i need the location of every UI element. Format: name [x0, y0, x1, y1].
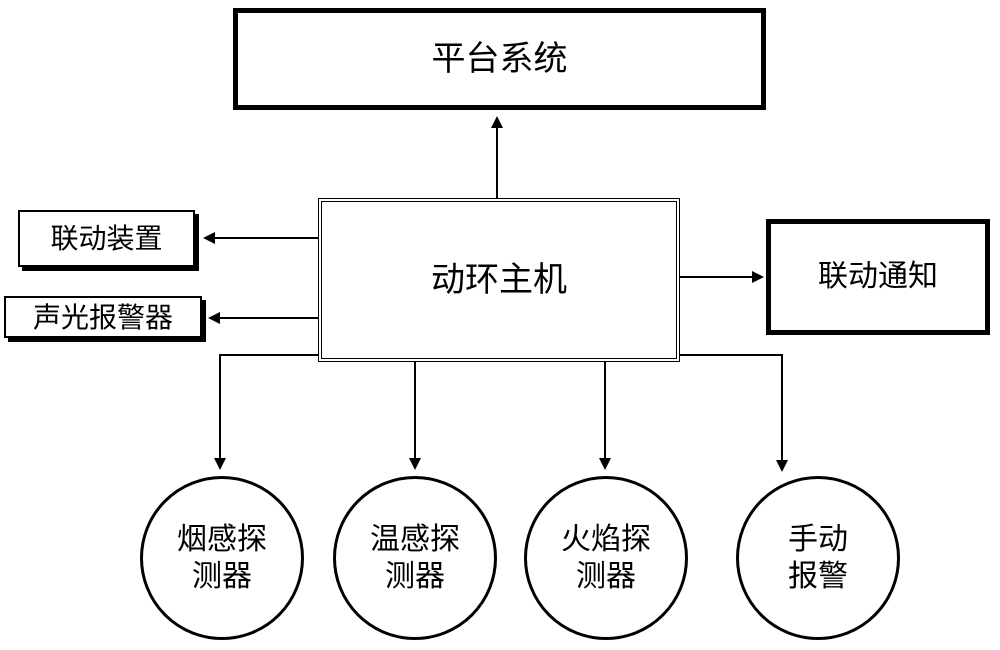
linkage-device-box: 联动装置	[18, 210, 195, 267]
manual-alarm-circle: 手动 报警	[736, 476, 900, 640]
smoke-detector-circle: 烟感探 测器	[140, 476, 304, 640]
linkage-notice-box: 联动通知	[766, 219, 990, 335]
alarm-label: 声光报警器	[32, 300, 173, 334]
alarm-box: 声光报警器	[4, 296, 202, 338]
arrow-host-to-manual	[680, 354, 788, 472]
flame-detector-label: 火焰探 测器	[561, 521, 651, 595]
temp-detector-label: 温感探 测器	[370, 521, 460, 595]
smoke-detector-label: 烟感探 测器	[177, 521, 267, 595]
flame-detector-circle: 火焰探 测器	[524, 476, 688, 640]
temp-detector-circle: 温感探 测器	[333, 476, 497, 640]
manual-alarm-label: 手动 报警	[788, 521, 848, 595]
platform-label: 平台系统	[431, 38, 568, 79]
linkage-notice-label: 联动通知	[818, 259, 938, 295]
host-label: 动环主机	[431, 259, 567, 300]
arrow-host-to-smoke	[214, 354, 318, 470]
linkage-device-label: 联动装置	[50, 222, 163, 255]
platform-box: 平台系统	[233, 8, 766, 110]
host-box: 动环主机	[318, 198, 680, 362]
